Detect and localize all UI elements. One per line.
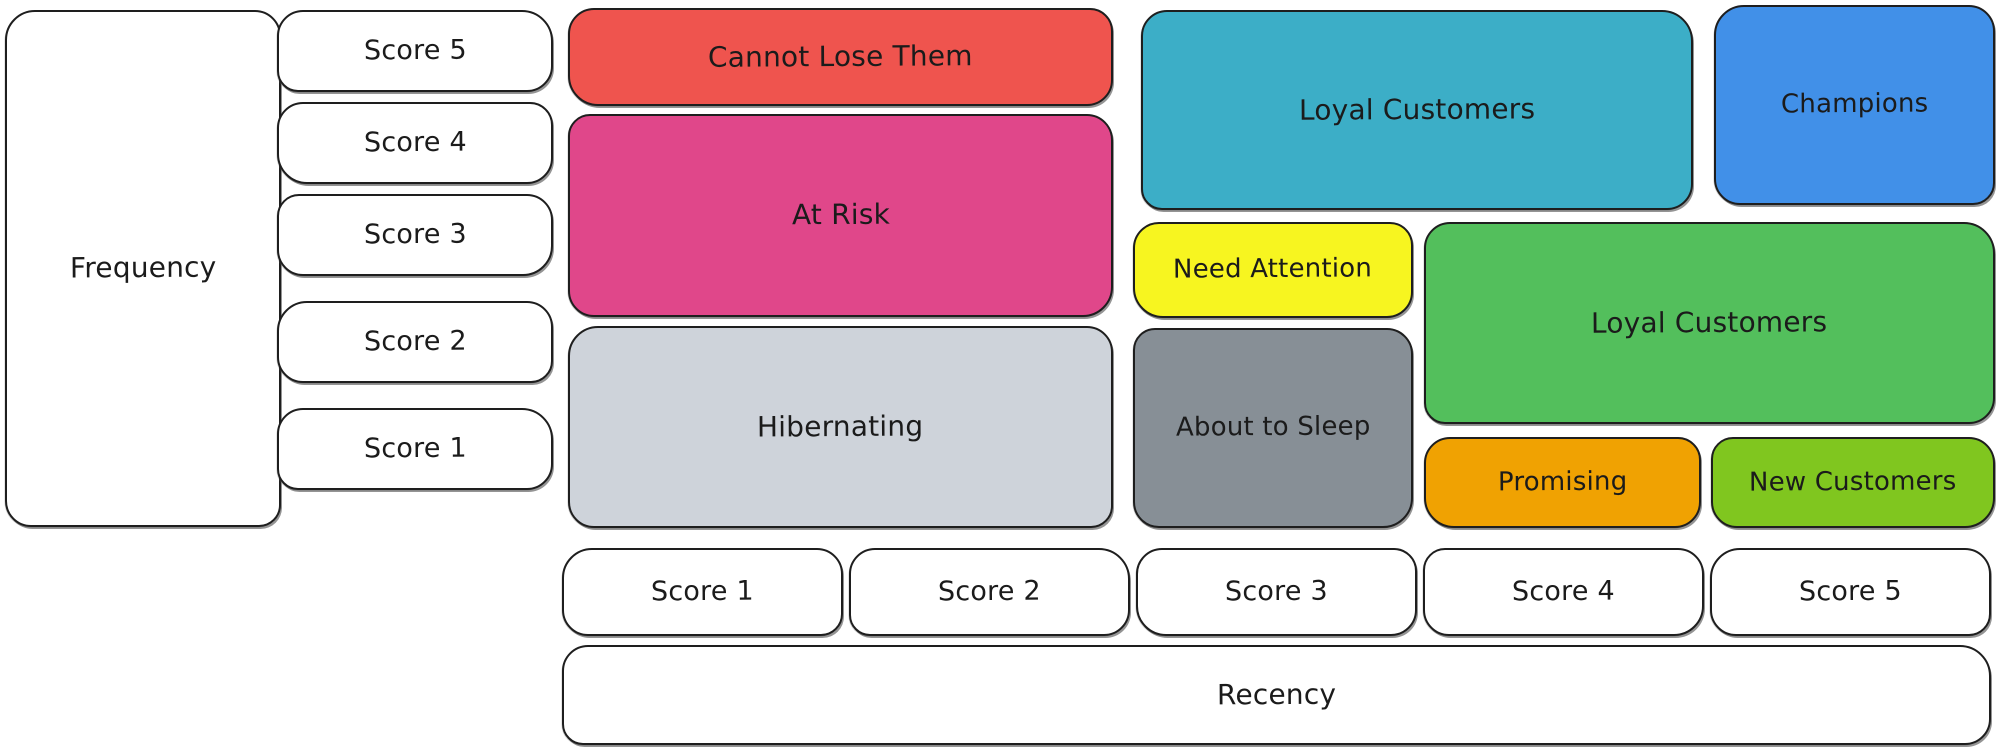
segment-promising-label: Promising [1497,466,1628,497]
segment-cannot-lose-them-label: Cannot Lose Them [708,39,973,74]
segment-loyal-customers-teal[interactable]: Loyal Customers [1141,10,1693,210]
segment-loyal-customers-teal-label: Loyal Customers [1298,92,1536,127]
frequency-axis-label: Frequency [5,10,281,527]
segment-champions[interactable]: Champions [1714,5,1995,205]
frequency-score-3-label: Score 3 [363,219,467,251]
recency-axis-label: Recency [562,645,1991,745]
recency-score-5[interactable]: Score 5 [1710,548,1991,636]
recency-score-1-label: Score 1 [650,576,754,608]
recency-score-2[interactable]: Score 2 [849,548,1130,636]
segment-about-to-sleep-label: About to Sleep [1175,411,1371,443]
frequency-score-5-label: Score 5 [363,35,467,67]
frequency-axis-label-text: Frequency [69,250,217,285]
segment-at-risk[interactable]: At Risk [568,114,1113,317]
recency-score-5-label: Score 5 [1798,576,1902,608]
recency-score-1[interactable]: Score 1 [562,548,843,636]
segment-hibernating[interactable]: Hibernating [568,326,1113,528]
segment-loyal-customers-green-label: Loyal Customers [1591,305,1828,340]
segment-new-customers[interactable]: New Customers [1711,437,1995,528]
frequency-score-1[interactable]: Score 1 [277,408,553,490]
recency-score-4-label: Score 4 [1511,576,1615,608]
segment-champions-label: Champions [1780,88,1929,120]
segment-hibernating-label: Hibernating [757,409,924,444]
frequency-score-4[interactable]: Score 4 [277,102,553,184]
recency-score-2-label: Score 2 [937,576,1041,608]
segment-need-attention[interactable]: Need Attention [1133,222,1413,318]
segment-loyal-customers-green[interactable]: Loyal Customers [1424,222,1995,424]
recency-score-4[interactable]: Score 4 [1423,548,1704,636]
recency-axis-label-text: Recency [1216,677,1337,712]
recency-score-3-label: Score 3 [1224,576,1328,608]
frequency-score-4-label: Score 4 [363,127,467,159]
segment-cannot-lose-them[interactable]: Cannot Lose Them [568,8,1113,106]
segment-new-customers-label: New Customers [1749,465,1957,498]
frequency-score-1-label: Score 1 [363,433,467,465]
segment-need-attention-label: Need Attention [1173,253,1373,285]
frequency-score-2-label: Score 2 [363,326,467,358]
frequency-score-2[interactable]: Score 2 [277,301,553,383]
frequency-score-3[interactable]: Score 3 [277,194,553,276]
recency-score-3[interactable]: Score 3 [1136,548,1417,636]
frequency-score-5[interactable]: Score 5 [277,10,553,92]
segment-at-risk-label: At Risk [791,198,890,232]
segment-about-to-sleep[interactable]: About to Sleep [1133,328,1413,528]
segment-promising[interactable]: Promising [1424,437,1701,528]
